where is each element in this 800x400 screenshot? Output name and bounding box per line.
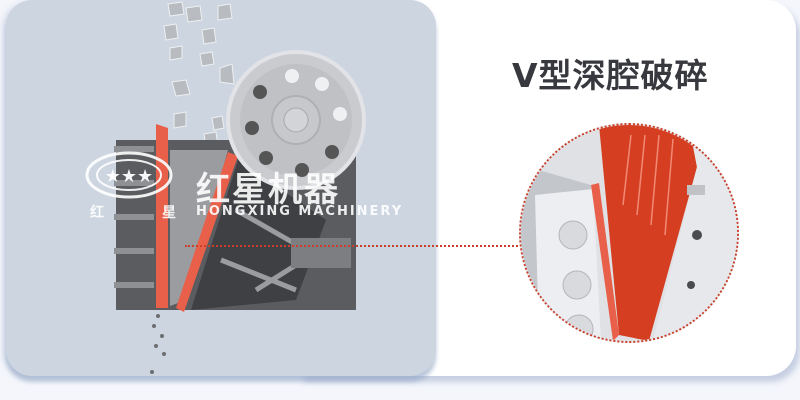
callout-dotted-line xyxy=(185,245,525,247)
jaw-crusher-illustration xyxy=(114,1,366,374)
crusher-illustration-panel: ★★★ 红 星 红星机器 HONGXING MACHINERY xyxy=(6,0,436,376)
jaw-plate-closeup xyxy=(519,123,739,343)
watermark-badge-right: 星 xyxy=(162,205,176,221)
watermark-badge-left: 红 xyxy=(90,205,104,221)
svg-text:★★★: ★★★ xyxy=(105,166,153,187)
watermark-brand-cn: 红星机器 xyxy=(196,170,340,210)
three-stars-oval-logo-icon: ★★★ xyxy=(85,151,173,199)
watermark-brand-en: HONGXING MACHINERY xyxy=(196,204,404,219)
v-jaw-plate-illustration xyxy=(521,125,737,341)
feature-title: V型深腔破碎 xyxy=(512,56,709,95)
